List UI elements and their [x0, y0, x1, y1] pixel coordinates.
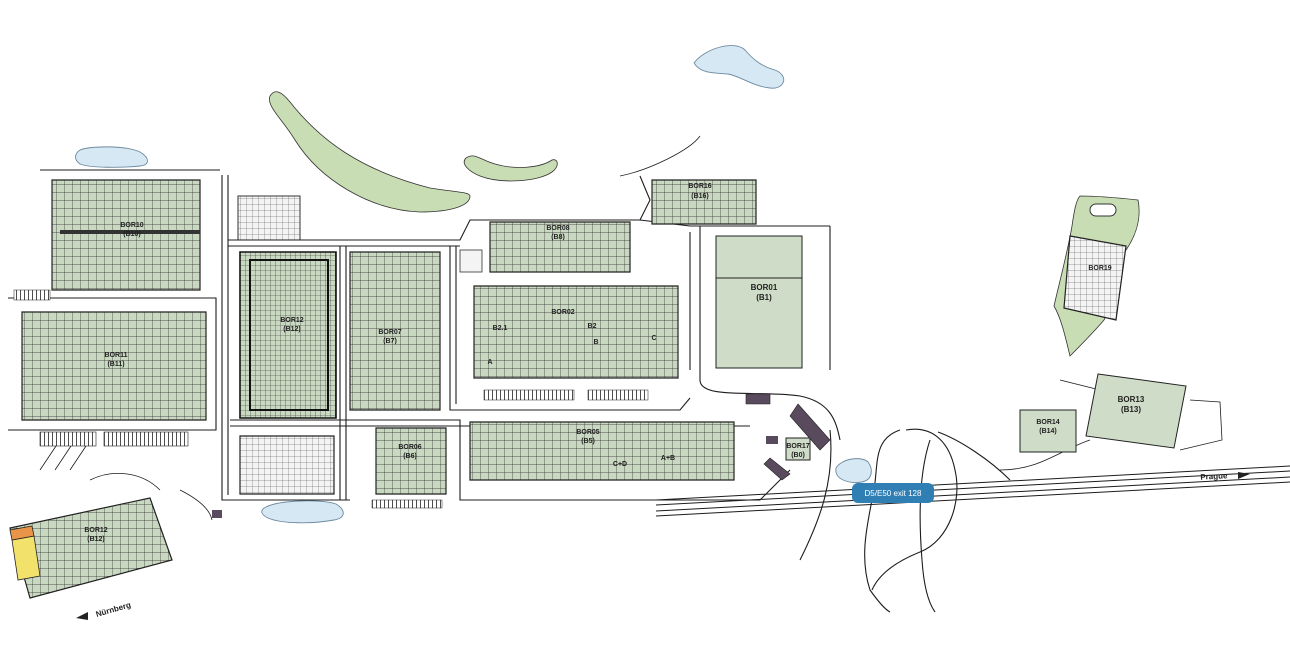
label-bor17-code: BOR17: [786, 443, 809, 450]
annex-purple-3: [763, 457, 791, 481]
label-bor13-code: BOR13: [1118, 395, 1145, 404]
building-bor02[interactable]: [473, 285, 679, 379]
label-bor01-sub: (B1): [756, 293, 772, 302]
label-bor14-code: BOR14: [1036, 419, 1059, 426]
building-bor13[interactable]: [1085, 373, 1187, 449]
green-arc-small: [463, 155, 558, 182]
label-bor11-sub: (B12): [283, 326, 301, 333]
building-bor04[interactable]: [375, 427, 447, 495]
building-bor14[interactable]: [1019, 409, 1077, 453]
green-arc-large: [269, 91, 471, 213]
building-bor19[interactable]: [1063, 235, 1127, 321]
building-bor10[interactable]: [21, 311, 207, 421]
building-bor06[interactable]: [469, 421, 735, 481]
pond-west: [75, 146, 148, 168]
building-bor17[interactable]: [785, 437, 811, 461]
label-bor10-code: BOR11: [105, 352, 128, 359]
label-bor19-code: BOR19: [1088, 265, 1111, 272]
building-bor07[interactable]: [349, 251, 441, 411]
label-bor16-sub: (B16): [691, 193, 709, 200]
label-unit-b: B: [593, 339, 598, 346]
direction-prague: Prague: [1200, 471, 1250, 482]
label-unit-ab: A+B: [661, 455, 675, 462]
label-bor11-code: BOR12: [280, 317, 303, 324]
building-bor09[interactable]: [51, 179, 201, 291]
label-bor06-code: BOR06: [398, 444, 421, 451]
building-bor01[interactable]: [715, 235, 803, 369]
label-bor14-sub: (B14): [1039, 428, 1057, 435]
pond-north: [693, 45, 785, 89]
highlight-orange: [9, 525, 35, 541]
building-bor05[interactable]: [239, 435, 335, 495]
label-unit-b21: B2.1: [493, 325, 508, 332]
green-sq-north-west: [237, 195, 301, 241]
label-bor05-sub: (B5): [581, 438, 595, 445]
label-bor05-code: BOR05: [576, 429, 599, 436]
direction-nurnberg: Nürnberg: [76, 600, 132, 620]
label-bor17-sub: (B0): [791, 452, 805, 459]
label-bor12-code: BOR12: [84, 527, 107, 534]
label-bor09-sub: (B10): [123, 231, 141, 238]
label-bor06-sub: (B6): [403, 453, 417, 460]
label-bor07-sub: (B7): [383, 338, 397, 345]
label-bor13-sub: (B13): [1121, 405, 1141, 414]
label-bor09-code: BOR10: [120, 222, 143, 229]
building-bor11[interactable]: [239, 251, 337, 419]
direction-prague-label: Prague: [1200, 471, 1228, 481]
building-bor03[interactable]: [651, 179, 757, 225]
annex-purple-1: [789, 403, 831, 451]
highway-exit-badge[interactable]: D5/E50 exit 128: [852, 483, 934, 503]
label-bor07-code: BOR07: [378, 329, 401, 336]
label-unit-b2: B2: [588, 323, 597, 330]
building-bor08[interactable]: [489, 221, 631, 273]
label-bor12-sub: (B12): [87, 536, 105, 543]
pond-east: [835, 458, 872, 483]
label-bor16-code: BOR16: [688, 183, 711, 190]
label-unit-cd: C+D: [613, 461, 627, 468]
label-bor08-code: BOR08: [546, 225, 569, 232]
direction-nurnberg-label: Nürnberg: [95, 600, 132, 619]
label-bor01-code: BOR01: [751, 283, 778, 292]
label-bor08-sub: (B8): [551, 234, 565, 241]
annex-purple-2: [745, 393, 771, 405]
label-bor10-sub: (B11): [107, 361, 124, 368]
pond-south: [261, 500, 344, 524]
highway-exit-label: D5/E50 exit 128: [865, 489, 922, 498]
label-unit-c: C: [651, 335, 656, 342]
arrow-right-icon: [1238, 472, 1250, 479]
arrow-left-icon: [76, 612, 88, 620]
label-bor02-code: BOR02: [551, 309, 574, 316]
label-unit-a: A: [487, 359, 492, 366]
